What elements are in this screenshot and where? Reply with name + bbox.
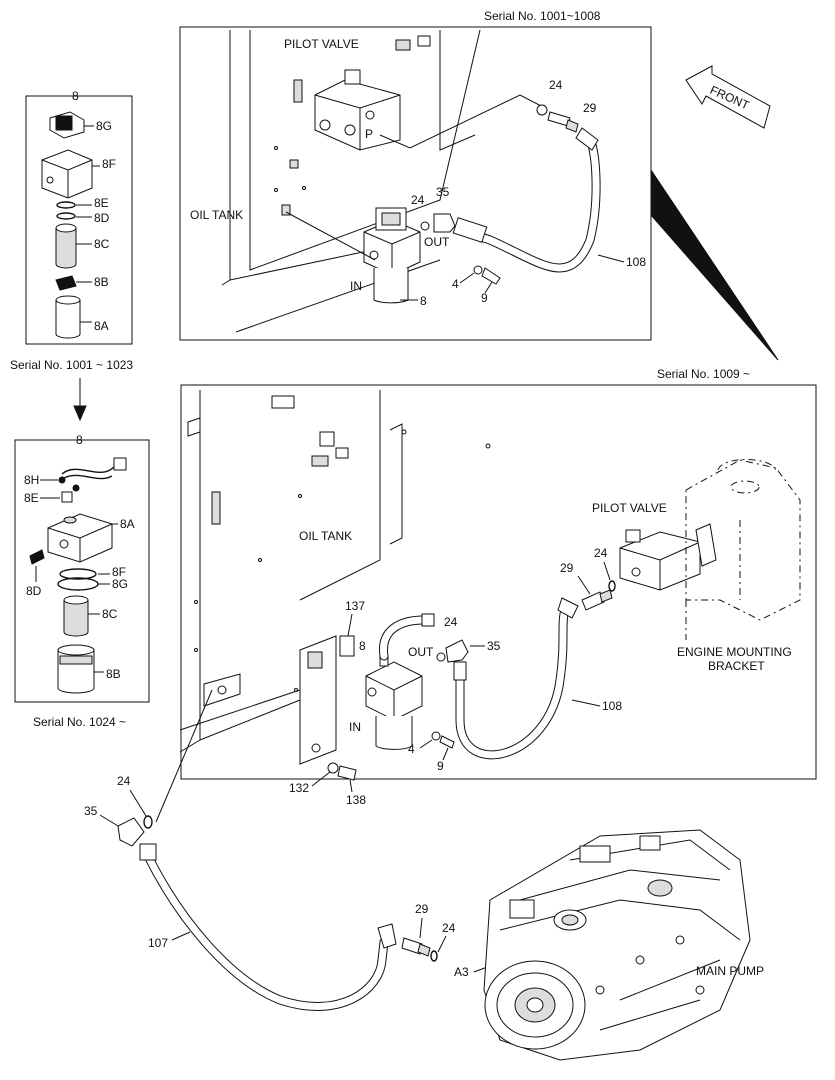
part-4-top: 4 <box>452 277 459 291</box>
part-107: 107 <box>148 936 168 950</box>
part-8E-lower: 8E <box>24 491 39 505</box>
part-24-top-b: 24 <box>549 78 563 92</box>
pilot-valve-label-top: PILOT VALVE <box>284 37 359 51</box>
exploded-view-lower: 8 8H 8E 8A 8D 8F 8G 8 <box>14 433 150 703</box>
part-132: 132 <box>289 781 309 795</box>
part-8-mid: 8 <box>359 639 366 653</box>
oil-tank-label-mid: OIL TANK <box>299 529 352 543</box>
part-8C-lower: 8C <box>102 607 118 621</box>
pilot-valve-label-mid: PILOT VALVE <box>592 501 667 515</box>
port-p-label: P <box>365 127 373 141</box>
exploded-upper-index: 8 <box>72 89 79 103</box>
part-8F-upper: 8F <box>102 157 116 171</box>
main-pump <box>483 829 751 1061</box>
middle-detail-panel: Serial No. 1009 ~ OIL TANK 137 <box>179 367 817 807</box>
part-35-mid: 35 <box>487 639 501 653</box>
part-24-low-b: 24 <box>442 921 456 935</box>
main-pump-label: MAIN PUMP <box>696 964 764 978</box>
oil-tank-label-top: OIL TANK <box>190 208 243 222</box>
connector-leader <box>155 689 213 823</box>
part-138: 138 <box>346 793 366 807</box>
part-8B-lower: 8B <box>106 667 121 681</box>
port-a3-label: A3 <box>454 965 469 979</box>
part-8A-upper: 8A <box>94 319 109 333</box>
serial-left-upper: Serial No. 1001 ~ 1023 <box>10 358 133 372</box>
serial-top: Serial No. 1001~1008 <box>484 9 601 23</box>
front-arrow: FRONT <box>685 65 771 129</box>
part-8C-upper: 8C <box>94 237 110 251</box>
part-8F-lower: 8F <box>112 565 126 579</box>
exploded-view-upper: 8 8G 8F 8E 8D 8C 8B 8A <box>25 89 133 345</box>
exploded-lower-index: 8 <box>76 433 83 447</box>
part-8-top: 8 <box>420 294 427 308</box>
part-29-low: 29 <box>415 902 429 916</box>
part-4-mid: 4 <box>408 742 415 756</box>
part-9-mid: 9 <box>437 759 444 773</box>
serial-left-lower: Serial No. 1024 ~ <box>33 715 126 729</box>
part-24-low-a: 24 <box>117 774 131 788</box>
part-8H-lower: 8H <box>24 473 39 487</box>
part-8D-lower: 8D <box>26 584 42 598</box>
part-24-mid-b: 24 <box>594 546 608 560</box>
filter-in-label-top: IN <box>350 279 362 293</box>
part-8D-upper: 8D <box>94 211 110 225</box>
part-35-low: 35 <box>84 804 98 818</box>
part-35-top: 35 <box>436 185 450 199</box>
part-8B-upper: 8B <box>94 275 109 289</box>
part-24-top-a: 24 <box>411 193 425 207</box>
filter-assembly-mid <box>365 613 435 750</box>
part-137: 137 <box>345 599 365 613</box>
part-8G-upper: 8G <box>96 119 112 133</box>
pilot-valve-block <box>314 69 401 151</box>
pilot-valve-mid <box>619 529 701 591</box>
part-9-top: 9 <box>481 291 488 305</box>
part-24-mid-a: 24 <box>444 615 458 629</box>
engine-mounting-bracket <box>685 459 801 640</box>
part-108-mid: 108 <box>602 699 622 713</box>
filter-out-label-top: OUT <box>424 235 450 249</box>
part-29-top: 29 <box>583 101 597 115</box>
engine-bracket-label-1: ENGINE MOUNTING <box>677 645 792 659</box>
engine-bracket-label-2: BRACKET <box>708 659 765 673</box>
filter-in-label-mid: IN <box>349 720 361 734</box>
lower-hose-assembly: 24 35 107 29 24 A3 <box>84 774 491 1011</box>
filter-out-label-mid: OUT <box>408 645 434 659</box>
part-29-mid: 29 <box>560 561 574 575</box>
panel-connector-wedge <box>650 168 779 361</box>
top-detail-panel: Serial No. 1001~1008 PILOT VALVE P OIL T… <box>179 9 652 341</box>
part-8G-lower: 8G <box>112 577 128 591</box>
part-8A-lower: 8A <box>120 517 135 531</box>
transition-arrow <box>73 378 87 422</box>
filter-assembly-top <box>363 207 421 304</box>
serial-mid: Serial No. 1009 ~ <box>657 367 750 381</box>
part-8E-upper: 8E <box>94 196 109 210</box>
part-108-top: 108 <box>626 255 646 269</box>
